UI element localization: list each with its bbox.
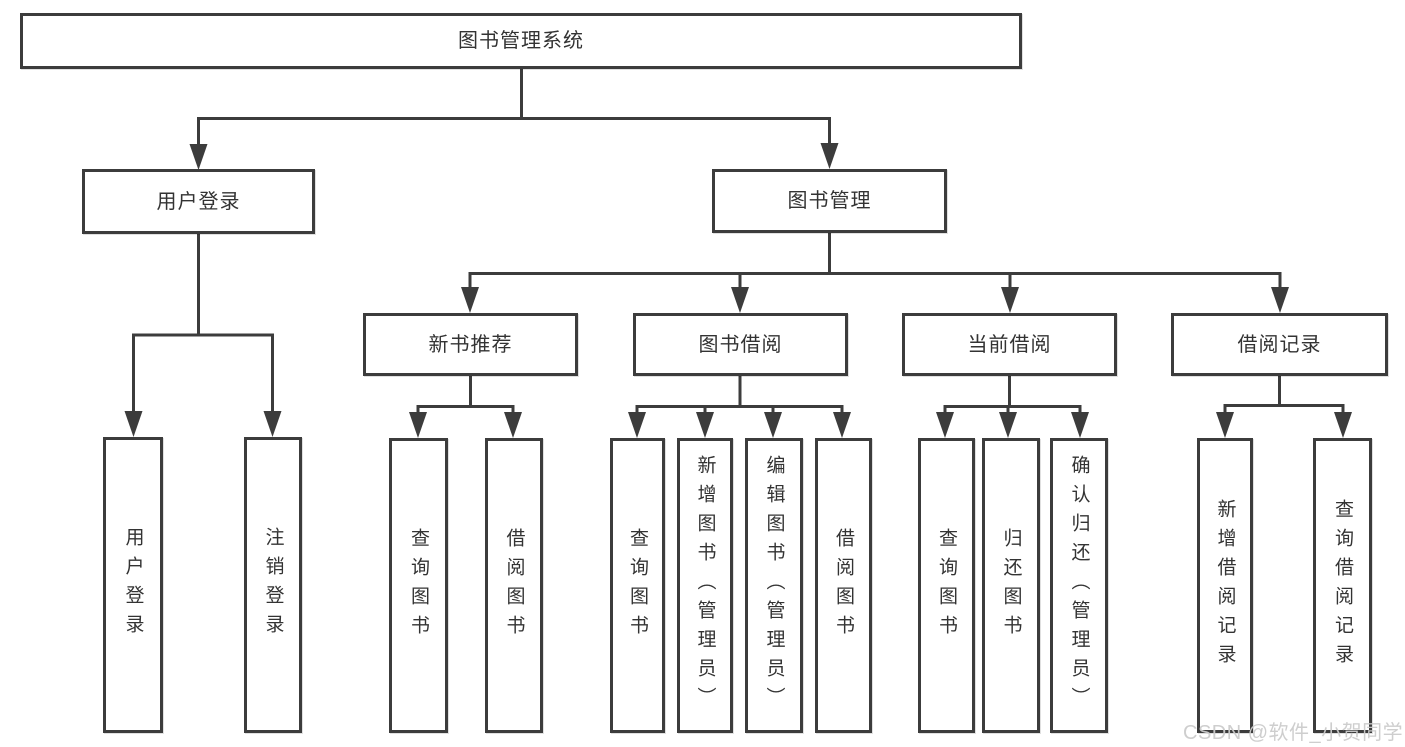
node-book-borrow: 图书借阅: [633, 313, 848, 376]
node-label: 查询图书: [408, 527, 429, 644]
node-book-management-branch: 图书管理: [712, 169, 947, 233]
node-label: 新书推荐: [428, 333, 513, 356]
node-label: 借阅记录: [1237, 333, 1322, 356]
node-label: 新增借阅记录: [1214, 498, 1236, 673]
node-label: 归还图书: [1000, 527, 1022, 644]
node-label: 借阅图书: [833, 527, 854, 644]
node-label: 查询借阅记录: [1332, 498, 1353, 673]
node-current-borrow: 当前借阅: [902, 313, 1117, 376]
leaf-query-books-3: 查询图书: [918, 438, 975, 733]
leaf-return-books: 归还图书: [982, 438, 1040, 733]
leaf-add-books-admin: 新增图书（管理员）: [677, 438, 733, 733]
node-label: 用户登录: [156, 190, 241, 213]
leaf-confirm-return-admin: 确认归还（管理员）: [1050, 438, 1108, 733]
leaf-logout: 注销登录: [244, 437, 302, 733]
arrowhead-icons: [124, 143, 1352, 438]
leaf-add-borrow-record: 新增借阅记录: [1197, 438, 1253, 733]
node-label: 当前借阅: [967, 333, 1052, 356]
leaf-borrow-books-1: 借阅图书: [485, 438, 543, 733]
leaf-borrow-books-2: 借阅图书: [815, 438, 872, 733]
leaf-user-login: 用户登录: [103, 437, 163, 733]
node-root-label: 图书管理系统: [458, 30, 584, 52]
node-root: 图书管理系统: [20, 13, 1022, 69]
node-label: 图书借阅: [698, 333, 783, 356]
node-label: 注销登录: [262, 527, 284, 643]
leaf-query-borrow-record: 查询借阅记录: [1313, 438, 1372, 733]
leaf-query-books-2: 查询图书: [610, 438, 665, 733]
node-user-login-branch: 用户登录: [82, 169, 315, 234]
node-new-book-recommend: 新书推荐: [363, 313, 578, 376]
leaf-edit-books-admin: 编辑图书（管理员）: [745, 438, 803, 733]
leaf-query-books-1: 查询图书: [389, 438, 448, 733]
node-label: 借阅图书: [503, 527, 525, 644]
node-label: 用户登录: [122, 527, 144, 643]
node-label: 编辑图书（管理员）: [763, 455, 785, 716]
node-borrow-records: 借阅记录: [1171, 313, 1388, 376]
node-label: 查询图书: [936, 527, 957, 644]
node-label: 图书管理: [787, 190, 872, 212]
node-label: 查询图书: [627, 527, 648, 644]
node-label: 确认归还（管理员）: [1068, 455, 1090, 716]
node-label: 新增图书（管理员）: [694, 455, 716, 716]
csdn-watermark: CSDN @软件_小贺同学: [1183, 722, 1404, 744]
